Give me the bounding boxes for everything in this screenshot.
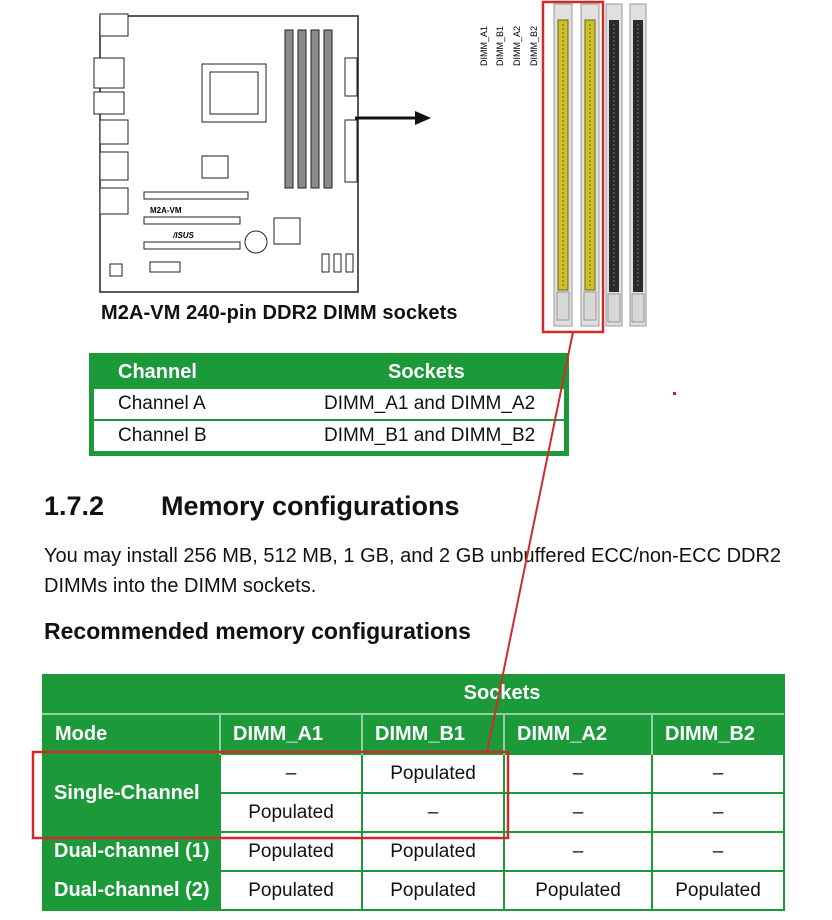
vga-port <box>93 57 125 89</box>
table-cell: Populated <box>219 870 363 911</box>
dimm-slot-b1 <box>580 3 600 327</box>
board-dimm-slot <box>284 29 294 189</box>
mode-cell: Dual-channel (1) <box>54 840 210 862</box>
board-label: M2A-VM <box>150 206 182 215</box>
board-dimm-slot <box>323 29 333 189</box>
pci-slot <box>143 241 241 250</box>
channel-cell: Channel A <box>91 387 278 420</box>
board-logo: /ISUS <box>172 231 195 240</box>
table-row: Dual-channel (2) Populated Populated Pop… <box>42 870 785 911</box>
usb-port <box>99 119 129 145</box>
table-cell: – <box>503 753 653 794</box>
table-row: Channel B DIMM_B1 and DIMM_B2 <box>91 419 567 454</box>
header-dimm-a1: DIMM_A1 <box>219 713 362 754</box>
ps2-port <box>99 13 129 37</box>
dimm-label: DIMM_B1 <box>495 26 505 66</box>
dimm-slot-a2 <box>605 3 623 327</box>
floppy-connector <box>149 261 181 273</box>
cmos-battery <box>244 230 268 254</box>
dimm-slot-b2 <box>629 3 647 327</box>
header-dimm-a2: DIMM_A2 <box>503 713 652 754</box>
sata-connector <box>321 253 330 273</box>
section-title: Memory configurations <box>161 491 460 521</box>
dimm-sockets-figure: DIMM_A1 DIMM_B1 DIMM_A2 DIMM_B2 <box>479 3 647 327</box>
lan-port <box>99 151 129 181</box>
channel-table: Channel Sockets Channel A DIMM_A1 and DI… <box>89 353 569 456</box>
table-cell: – <box>503 792 653 833</box>
table-header-group: Sockets <box>42 674 784 714</box>
body-paragraph: You may install 256 MB, 512 MB, 1 GB, an… <box>44 545 782 597</box>
table-cell: Populated <box>651 870 785 911</box>
stray-mark <box>673 392 676 395</box>
channel-cell: Channel B <box>91 419 278 454</box>
section-number: 1.7.2 <box>44 491 105 521</box>
channel-table-header: Channel Sockets <box>91 355 567 388</box>
sockets-cell: DIMM_B1 and DIMM_B2 <box>278 419 567 454</box>
memory-config-table: Sockets Mode DIMM_A1 DIMM_B1 DIMM_A2 DIM… <box>42 674 785 911</box>
pcie-slot <box>143 191 249 200</box>
arrow-icon <box>355 111 431 125</box>
table-row: Dual-channel (1) Populated Populated – – <box>42 831 785 872</box>
figure-caption: M2A-VM 240-pin DDR2 DIMM sockets <box>101 302 458 324</box>
dimm-label: DIMM_A2 <box>512 26 522 66</box>
table-header-row: Mode DIMM_A1 DIMM_B1 DIMM_A2 DIMM_B2 <box>42 713 784 754</box>
table-cell: Populated <box>361 753 505 794</box>
header-mode: Mode <box>42 713 220 754</box>
header-sockets: Sockets <box>278 355 567 388</box>
sata-connector <box>333 253 342 273</box>
serial-port <box>93 91 125 115</box>
table-row: Single-Channel – Populated – – <box>42 753 785 804</box>
pci-slot <box>143 216 241 225</box>
sata-connector <box>345 253 354 273</box>
table-cell: – <box>651 792 785 833</box>
table-cell: – <box>651 831 785 872</box>
chipset <box>201 155 229 179</box>
dimm-label: DIMM_B2 <box>529 26 539 66</box>
header-dimm-b1: DIMM_B1 <box>361 713 504 754</box>
cpu-socket-inner <box>209 71 259 115</box>
cpu-socket <box>201 63 267 123</box>
header-sockets-group: Sockets <box>463 682 541 704</box>
board-dimm-slot <box>310 29 320 189</box>
table-cell: Populated <box>219 831 363 872</box>
table-cell: Populated <box>361 831 505 872</box>
table-cell: – <box>503 831 653 872</box>
audio-port <box>99 187 129 215</box>
southbridge <box>273 217 301 245</box>
dimm-slot-a1 <box>553 3 573 327</box>
board-dimm-slot <box>297 29 307 189</box>
header-channel: Channel <box>91 355 278 388</box>
header-dimm-b2: DIMM_B2 <box>651 713 784 754</box>
table-cell: – <box>219 753 363 794</box>
mode-cell: Single-Channel <box>54 781 200 804</box>
sockets-cell: DIMM_A1 and DIMM_A2 <box>278 387 567 420</box>
motherboard-diagram: M2A-VM /ISUS <box>93 13 359 293</box>
mode-cell: Dual-channel (2) <box>54 879 210 901</box>
table-cell: Populated <box>219 792 363 833</box>
ide-connector <box>344 119 358 183</box>
table-cell: Populated <box>503 870 653 911</box>
subsection-title: Recommended memory configurations <box>44 618 471 644</box>
dimm-label: DIMM_A1 <box>479 26 489 66</box>
table-cell: Populated <box>361 870 505 911</box>
fan-header <box>109 263 123 277</box>
table-cell: – <box>651 753 785 794</box>
table-row: Channel A DIMM_A1 and DIMM_A2 <box>91 387 567 420</box>
atx-connector <box>344 57 358 97</box>
table-cell: – <box>361 792 505 833</box>
